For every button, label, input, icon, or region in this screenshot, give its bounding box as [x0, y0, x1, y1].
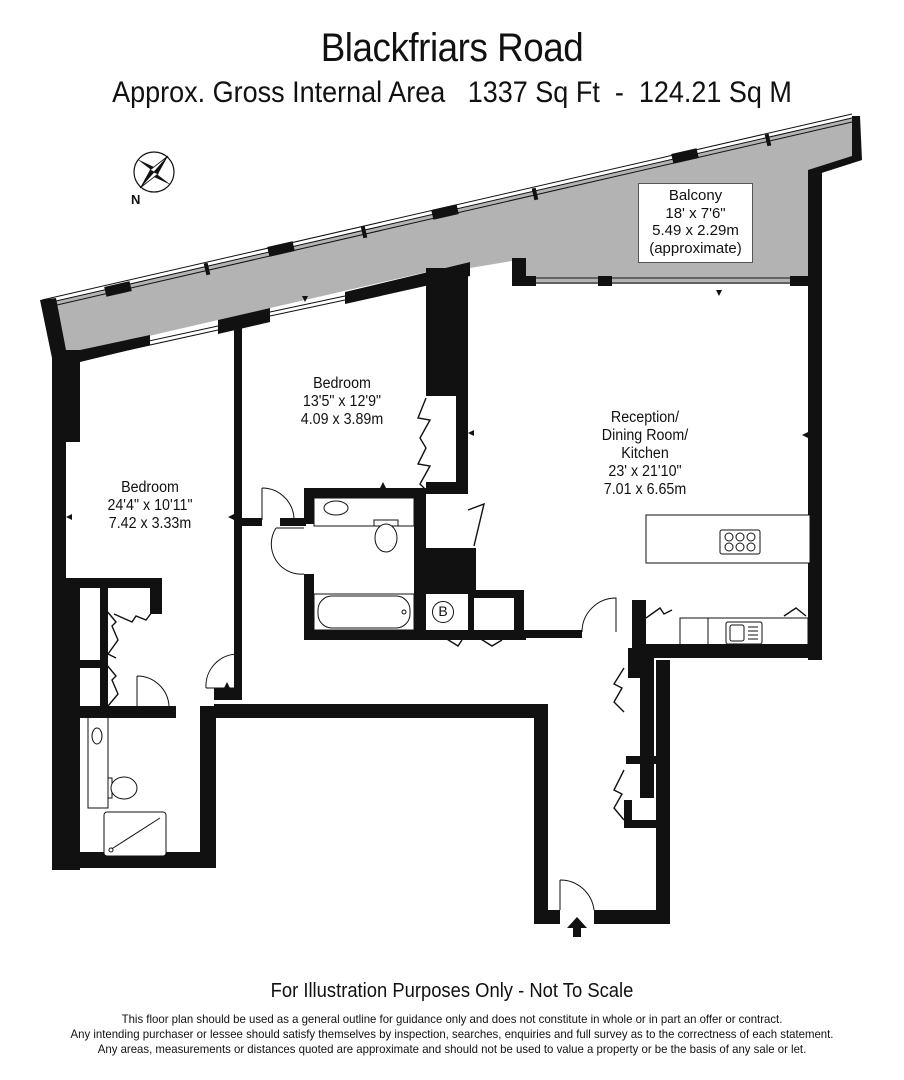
room-name: Bedroom: [313, 375, 371, 392]
wall-markers: [66, 290, 808, 688]
gross-internal-area: Approx. Gross Internal Area 1337 Sq Ft -…: [112, 76, 792, 109]
disclaimer-line: This floor plan should be used as a gene…: [121, 1012, 783, 1026]
room-name: Balcony: [668, 187, 723, 204]
room-label-balcony: Balcony 18' x 7'6" 5.49 x 2.29m (approxi…: [638, 183, 753, 263]
basin-icon: [323, 500, 349, 516]
room-imperial: 23' x 21'10": [608, 463, 682, 480]
bath-icon: [317, 595, 411, 629]
toilet-icon: [110, 776, 138, 800]
plan-title: Blackfriars Road: [320, 26, 584, 70]
kitchen-fixtures: [645, 514, 811, 649]
north-label: N: [131, 192, 141, 207]
room-name-line-2: Dining Room/: [601, 427, 689, 444]
disclaimer-line: Any areas, measurements or distances quo…: [97, 1042, 807, 1056]
entrance-arrow-icon: [567, 917, 587, 937]
room-metric: 4.09 x 3.89m: [300, 411, 384, 428]
room-metric: 7.01 x 6.65m: [603, 481, 687, 498]
disclaimer-line: Any intending purchaser or lessee should…: [70, 1027, 834, 1041]
basin-icon: [91, 727, 103, 745]
compass-rose-icon: [133, 151, 175, 193]
room-name: Bedroom: [121, 479, 179, 496]
room-label-reception: Reception/ Dining Room/ Kitchen 23' x 21…: [571, 409, 718, 499]
windows: [79, 277, 790, 361]
balcony-posts: [104, 133, 772, 297]
bathroom-fixtures: [87, 497, 415, 857]
room-note: (approximate): [649, 239, 742, 257]
doors[interactable]: [136, 487, 617, 911]
room-metric: 5.49 x 2.29m: [652, 222, 739, 239]
walls: [40, 116, 862, 924]
balcony-area: [52, 118, 862, 356]
room-imperial: 13'5" x 12'9": [302, 393, 382, 410]
room-label-bedroom-1: Bedroom 24'4" x 10'11" 7.42 x 3.33m: [81, 479, 219, 533]
room-name-line-1: Reception/: [610, 409, 680, 426]
not-to-scale-notice: For Illustration Purposes Only - Not To …: [270, 980, 634, 1002]
room-imperial: 24'4" x 10'11": [107, 497, 193, 514]
toilet-icon: [374, 523, 398, 553]
room-metric: 7.42 x 3.33m: [108, 515, 192, 532]
disclaimer: This floor plan should be used as a gene…: [23, 1012, 882, 1057]
room-imperial: 18' x 7'6": [665, 204, 726, 222]
room-label-bedroom-2: Bedroom 13'5" x 12'9" 4.09 x 3.89m: [268, 375, 415, 429]
boiler-icon: B: [432, 601, 454, 623]
room-name-line-3: Kitchen: [621, 445, 669, 462]
wardrobe-doors[interactable]: [105, 397, 807, 821]
